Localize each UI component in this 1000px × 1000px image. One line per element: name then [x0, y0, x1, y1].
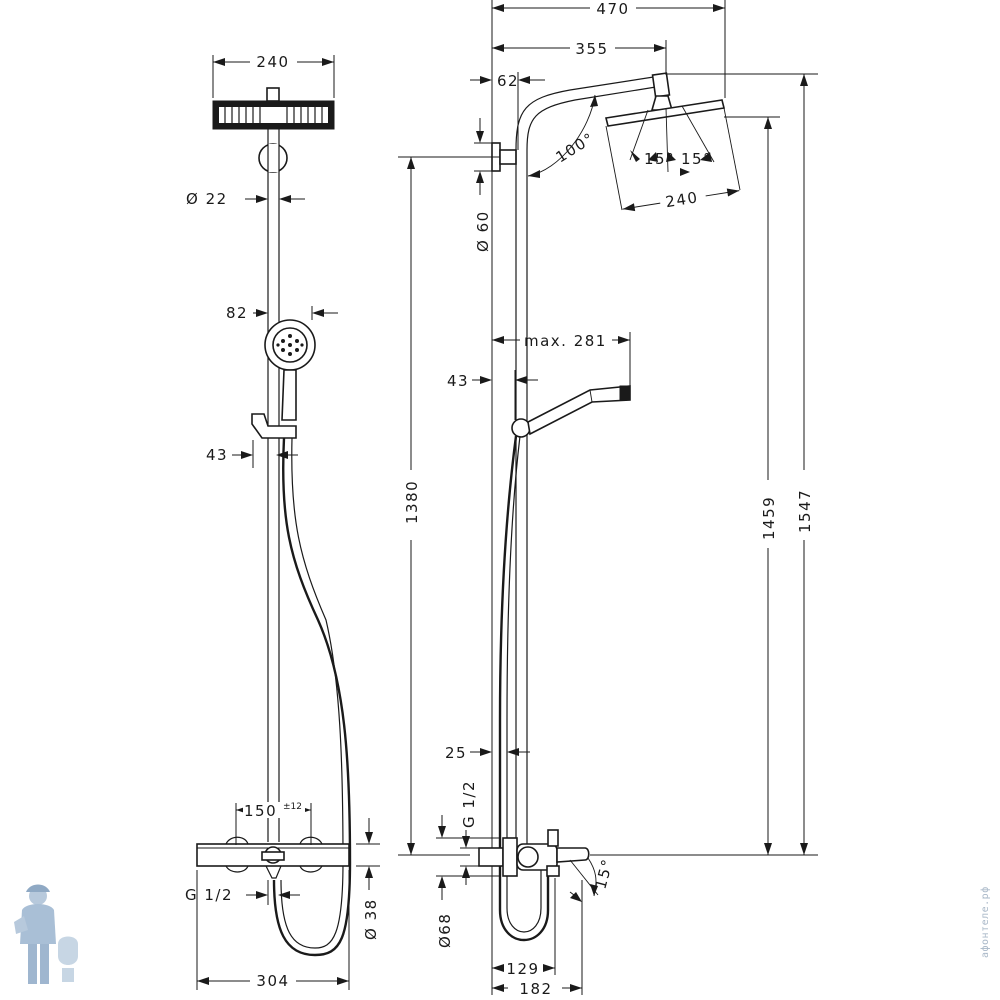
side-overall-height-label: 1547: [796, 489, 814, 533]
side-wall-to-pipe-label: 25: [445, 744, 467, 762]
side-view: 15° 15° 240 100°: [398, 0, 818, 998]
front-inlet-spacing-label: 150: [244, 802, 277, 820]
front-inlet-thread-label: G 1/2: [185, 886, 233, 904]
side-hand-shower-reach-label: max. 281: [524, 332, 607, 350]
side-spout-reach-short-label: 129: [506, 960, 539, 978]
side-spray-angle-right-label: 15°: [681, 150, 712, 168]
front-hand-shower-offset-label: 43: [206, 446, 228, 464]
side-escutcheon-diameter-label: Ø68: [436, 913, 454, 948]
watermark-site: афонтеле.рф: [979, 886, 991, 958]
side-bracket-diameter-label: Ø 60: [474, 210, 492, 252]
side-wall-bracket-offset-label: 62: [497, 72, 519, 90]
side-arm-reach-total-label: 470: [596, 0, 629, 18]
front-mixer-height-label: Ø 38: [362, 898, 380, 940]
front-inlet-tolerance-label: ±12: [283, 802, 302, 812]
front-head-width-label: 240: [256, 53, 289, 71]
side-spout-reach-long-label: 182: [519, 980, 552, 998]
side-head-diameter-label: 240: [664, 188, 700, 211]
side-arm-reach-to-head-label: 355: [575, 40, 608, 58]
plumber-logo: [14, 884, 78, 984]
side-head-height-label: 1459: [760, 496, 778, 540]
side-inlet-thread-label: G 1/2: [460, 780, 478, 828]
front-hand-shower-width-label: 82: [226, 304, 248, 322]
side-spout-angle-label: 15°: [591, 856, 616, 891]
side-head-tilt-angle-label: 100°: [553, 129, 598, 167]
front-overall-width-label: 304: [256, 972, 289, 990]
side-spray-angle-left-label: 15°: [644, 150, 675, 168]
front-pipe-diameter-label: Ø 22: [186, 190, 228, 208]
side-bracket-height-label: 1380: [403, 480, 421, 524]
side-pipe-offset-label: 43: [447, 372, 469, 390]
front-view: 240 Ø 22 82 43 150 ±12 G 1/2: [185, 53, 380, 990]
